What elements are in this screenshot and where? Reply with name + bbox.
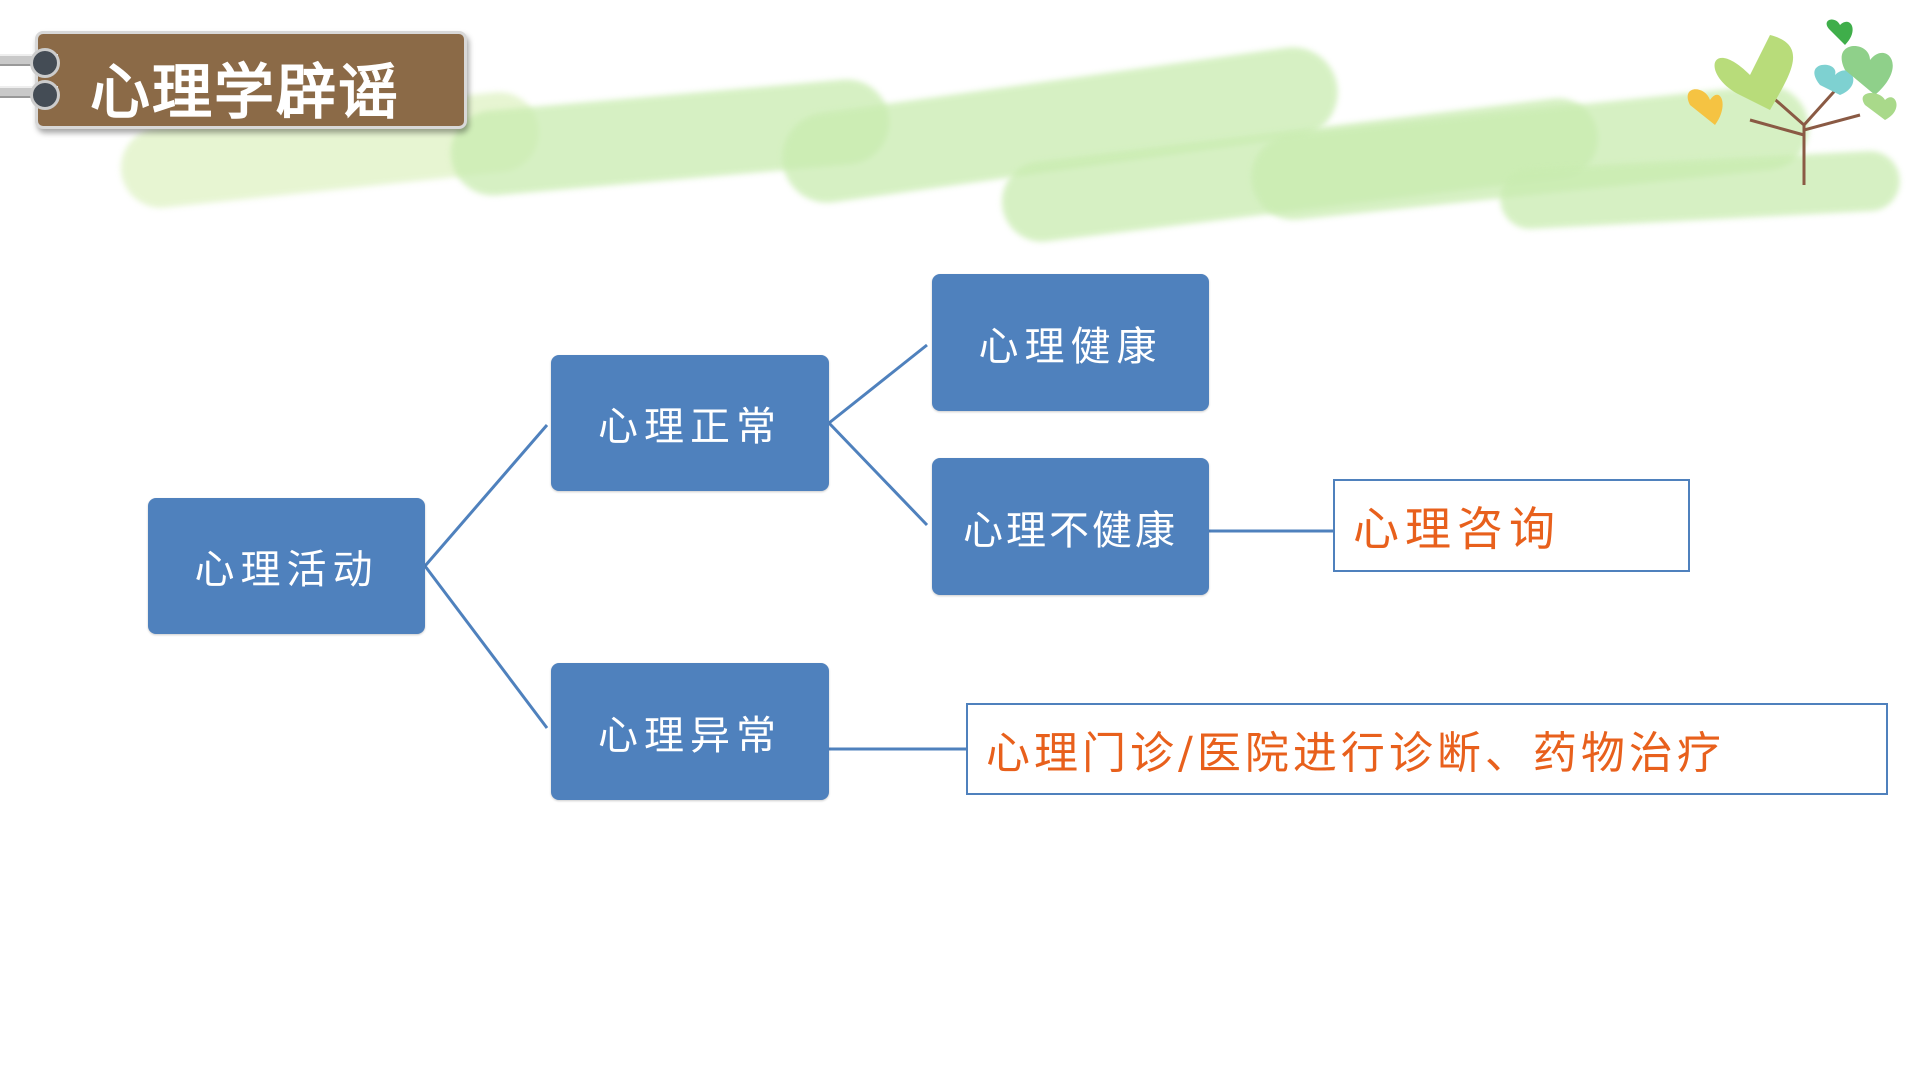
title-tag: 心理学辟谣 [0, 31, 467, 129]
connector-normal-unhealthy [827, 421, 929, 527]
connector-root-normal [423, 424, 549, 567]
node-healthy: 心理健康 [932, 274, 1209, 411]
action-counseling: 心理咨询 [1333, 479, 1690, 572]
tree-illustration [1687, 19, 1897, 185]
node-unhealthy: 心理不健康 [932, 458, 1209, 595]
binder-ring [30, 48, 60, 78]
action-clinic-treatment: 心理门诊/医院进行诊断、药物治疗 [966, 703, 1888, 795]
node-root: 心理活动 [148, 498, 425, 634]
connector-root-abnormal [423, 565, 549, 729]
binder-ring [30, 80, 60, 110]
connector-normal-healthy [828, 343, 928, 425]
node-abnormal: 心理异常 [551, 663, 829, 800]
node-normal: 心理正常 [551, 355, 829, 491]
page-title: 心理学辟谣 [90, 58, 400, 128]
